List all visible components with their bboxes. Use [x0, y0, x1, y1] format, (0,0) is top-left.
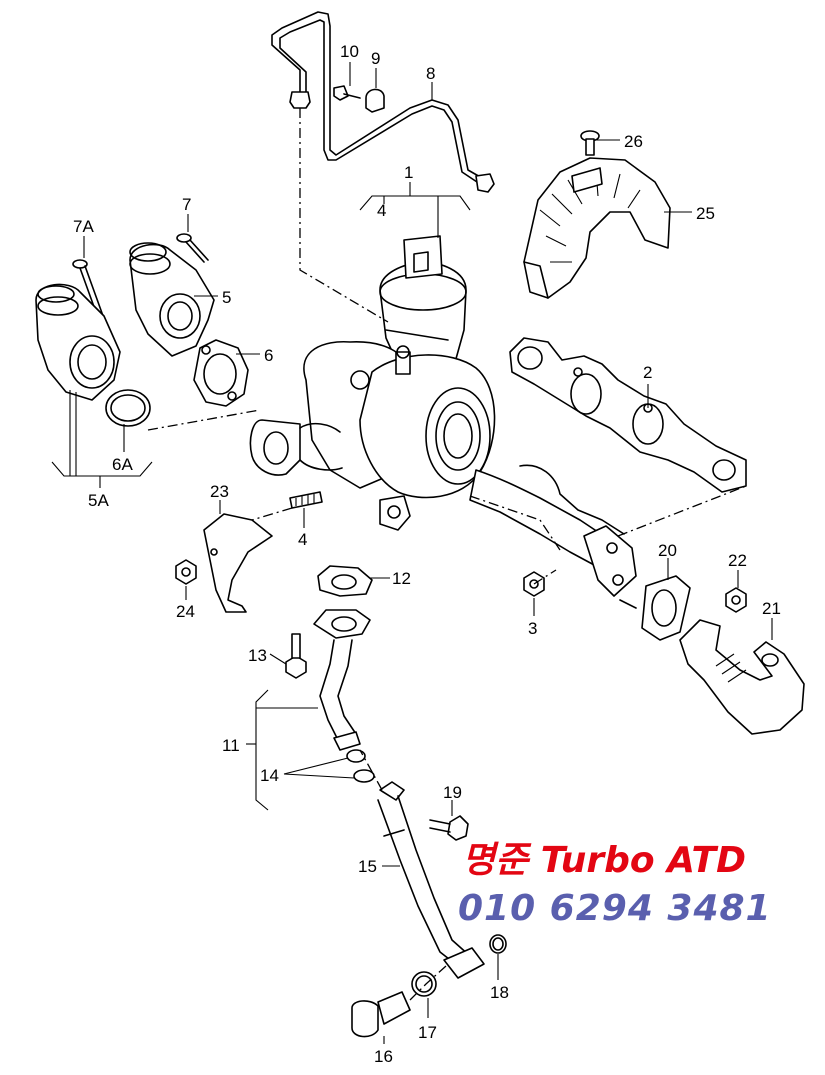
- egr-pipe-21: [679, 619, 805, 735]
- bolt-13: [285, 633, 307, 679]
- callout-8: 8: [426, 64, 435, 83]
- flange-bolts: [583, 525, 637, 609]
- callout-7: 7: [182, 195, 191, 214]
- banjo-bolt-16: [351, 991, 411, 1038]
- bolt-10: [333, 85, 361, 101]
- callout-18: 18: [490, 983, 509, 1002]
- o-rings-14: [346, 749, 375, 783]
- watermark-line-2: 010 6294 3481: [458, 888, 772, 929]
- callout-14: 14: [260, 766, 279, 785]
- turbocharger-1: [249, 235, 625, 571]
- gasket-6: [193, 339, 249, 407]
- watermark: 명준 Turbo ATD 010 6294 3481: [458, 840, 772, 929]
- callout-23: 23: [210, 482, 229, 501]
- callout-19: 19: [443, 783, 462, 802]
- bolt-7: [176, 233, 209, 263]
- callout-22: 22: [728, 551, 747, 570]
- heat-shield-25: [523, 157, 671, 299]
- bolt-26: [580, 130, 600, 156]
- callout-4-top: 4: [377, 201, 386, 220]
- callout-labels: 1 4 2 3 4 5 5A 6 6A 7 7A 8 9 10 11 12 13…: [73, 42, 781, 1066]
- callout-5: 5: [222, 288, 231, 307]
- callout-25: 25: [696, 204, 715, 223]
- oil-return-pipe-11: [313, 609, 371, 751]
- callout-5a: 5A: [88, 491, 109, 510]
- callout-6: 6: [264, 346, 273, 365]
- callout-11: 11: [222, 736, 240, 755]
- nut-24: [175, 559, 197, 585]
- callout-3: 3: [528, 619, 537, 638]
- o-ring-6a: [105, 389, 151, 427]
- callout-4-stud: 4: [298, 530, 307, 549]
- egr-body-5a: [35, 283, 121, 401]
- callout-24: 24: [176, 602, 195, 621]
- callout-16: 16: [374, 1047, 393, 1066]
- oil-return-pipe-15: [377, 781, 485, 979]
- oil-feed-pipe-8: [271, 11, 495, 193]
- callout-10: 10: [340, 42, 359, 61]
- callout-12: 12: [392, 569, 411, 588]
- callout-13: 13: [248, 646, 267, 665]
- callout-26: 26: [624, 132, 643, 151]
- callout-6a: 6A: [112, 455, 133, 474]
- callout-15: 15: [358, 857, 377, 876]
- callout-17: 17: [418, 1023, 437, 1042]
- callout-7a: 7A: [73, 217, 94, 236]
- seal-ring-17: [411, 971, 437, 997]
- callout-1: 1: [404, 163, 413, 182]
- callout-9: 9: [371, 49, 380, 68]
- clip-9: [365, 88, 385, 113]
- gasket-12: [317, 565, 373, 597]
- assembly-lines: [147, 108, 747, 1001]
- callout-20: 20: [658, 541, 677, 560]
- gasket-20: [641, 575, 691, 641]
- leader-lines: [51, 62, 773, 1044]
- watermark-line-1: 명준 Turbo ATD: [462, 840, 746, 881]
- seal-ring-18: [489, 934, 507, 954]
- callout-21: 21: [762, 599, 781, 618]
- bolt-19: [429, 815, 469, 841]
- callout-2: 2: [643, 363, 652, 382]
- bracket-23: [203, 513, 273, 613]
- stud-4: [289, 491, 323, 509]
- egr-housing-5: [129, 242, 215, 357]
- manifold-gasket-2: [509, 337, 747, 493]
- nut-22: [725, 587, 747, 613]
